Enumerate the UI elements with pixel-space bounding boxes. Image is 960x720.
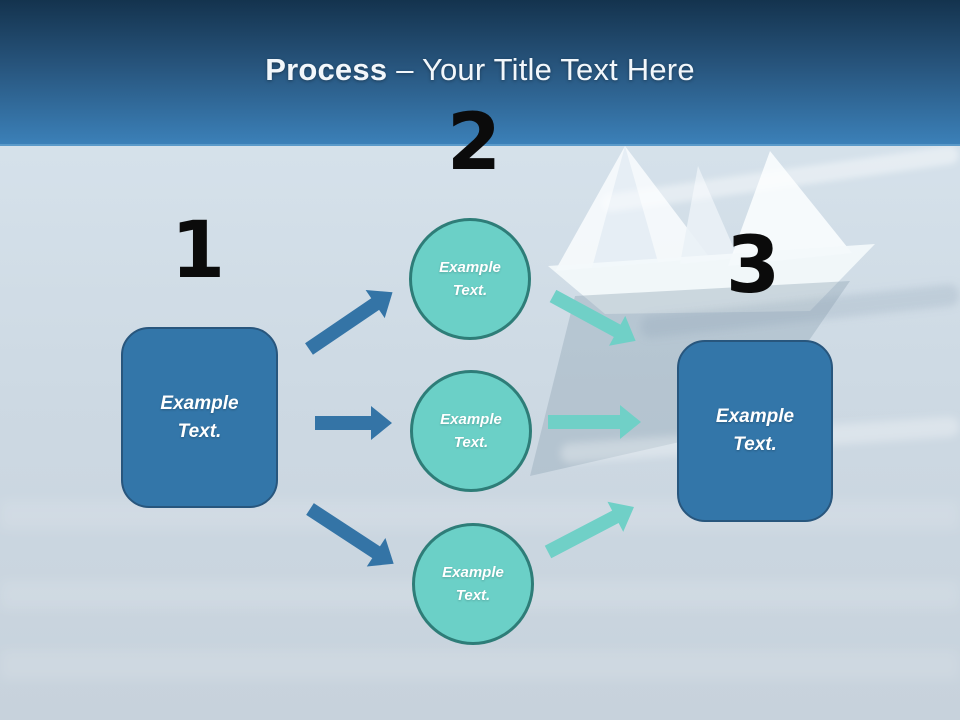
step-2-number: 2 <box>446 98 502 188</box>
arrow-start-to-circle-1 <box>305 289 393 355</box>
process-circle-2-label: Example Text. <box>440 410 502 451</box>
slide-title-subtitle: – Your Title Text Here <box>396 52 695 87</box>
title-bar: Process– Your Title Text Here <box>0 0 960 146</box>
arrow-circle-2-to-end <box>548 405 641 439</box>
step-1-number: 1 <box>170 206 226 296</box>
process-circle-2: Example Text. <box>410 370 532 492</box>
step-3-number: 3 <box>725 221 781 311</box>
end-box-label: Example Text. <box>715 406 795 455</box>
process-circle-3: Example Text. <box>412 523 534 645</box>
arrow-start-to-circle-2 <box>315 406 392 440</box>
arrow-start-to-circle-3 <box>306 503 394 567</box>
process-circle-1-label: Example Text. <box>439 258 501 299</box>
arrow-circle-1-to-end <box>549 289 636 346</box>
arrow-circle-3-to-end <box>544 501 634 559</box>
slide-title: Process– Your Title Text Here <box>265 52 695 88</box>
end-box: Example Text. <box>677 340 833 522</box>
process-circle-1: Example Text. <box>409 218 531 340</box>
slide-title-keyword: Process <box>265 52 388 87</box>
start-box: Example Text. <box>121 327 278 508</box>
start-box-label: Example Text. <box>160 392 239 442</box>
water-ripple <box>0 650 960 680</box>
process-circle-3-label: Example Text. <box>442 563 504 604</box>
